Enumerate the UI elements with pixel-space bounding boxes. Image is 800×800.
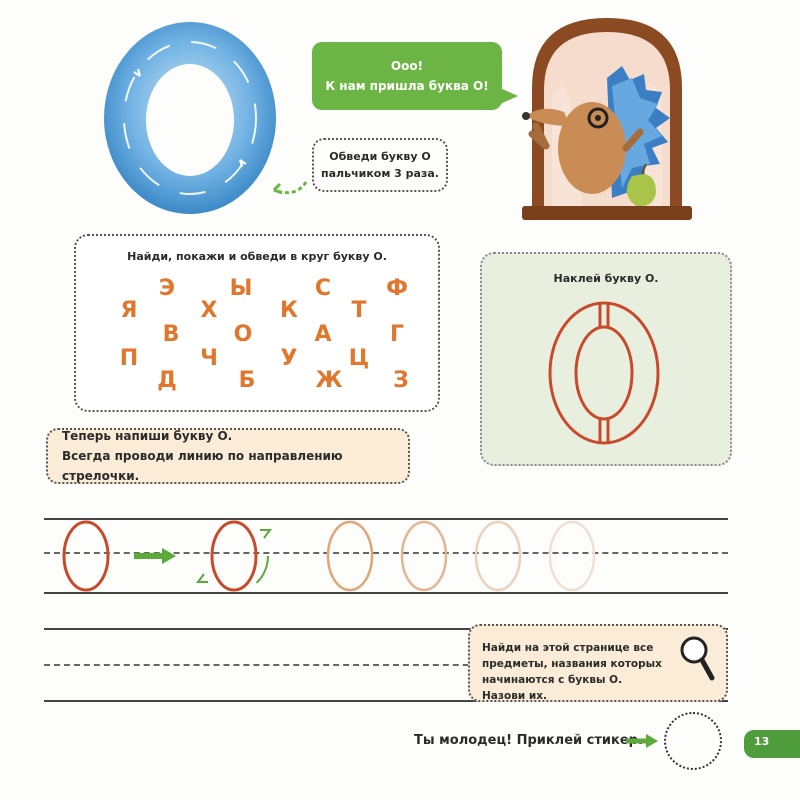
writing-line-mid-2 [44,664,728,666]
letter-item[interactable]: В [162,322,180,347]
speech-bubble-tail [500,88,518,104]
letter-item[interactable]: Х [200,298,218,323]
speech-bubble: Ооо! К нам пришла буква О! [312,42,502,110]
letter-item[interactable]: Т [351,298,367,323]
praise-text: Ты молодец! Приклей стикер. [414,733,643,748]
sticker-task-box: Наклей букву О. [480,252,732,466]
writing-line-bottom [44,592,728,594]
find-letter-task: Найди, покажи и обведи в круг букву О. Э… [74,234,440,412]
letter-item[interactable]: К [280,298,298,323]
write-line-2: Всегда проводи линию по направлению стре… [62,449,343,483]
trace-arrow-icon [272,181,308,195]
letter-item[interactable]: Г [389,322,405,347]
magnifier-icon [680,636,715,681]
page-tab [744,730,800,758]
letter-item[interactable]: Ф [386,276,408,301]
find-objects-text: Найди на этой странице все предметы, наз… [482,642,662,702]
sticker-placeholder-circle[interactable] [664,712,722,770]
letter-item[interactable]: О [233,322,253,347]
find-task-title: Найди, покажи и обведи в круг букву О. [127,250,387,263]
letter-item[interactable]: Э [158,276,176,301]
writing-line-bottom-2 [44,700,728,702]
letter-item[interactable]: Ы [229,276,253,301]
write-instruction-box: Теперь напиши букву О. Всегда проводи ли… [46,428,410,484]
letter-item[interactable]: Д [157,368,177,393]
sticker-task-title: Наклей букву О. [553,272,659,285]
letter-item[interactable]: С [314,276,332,301]
letter-item[interactable]: Я [120,298,138,323]
hedgehog-window-illustration [522,18,692,220]
trace-line-1: Обведи букву О [329,150,431,163]
letter-o-practice-row[interactable] [44,508,728,608]
letter-item[interactable]: З [393,368,409,393]
page-number: 13 [754,735,770,748]
writing-line-top-2 [44,628,728,630]
letter-item[interactable]: Ц [348,346,370,371]
letter-item[interactable]: Ч [200,346,218,371]
trace-instruction-box: Обведи букву О пальчиком 3 раза. [312,138,448,192]
speech-line-2: К нам пришла буква О! [325,79,489,93]
writing-line-top [44,518,728,520]
letter-item[interactable]: Б [238,368,256,393]
letter-item[interactable]: У [280,346,298,371]
letter-item[interactable]: А [314,322,332,347]
letter-item[interactable]: П [119,346,139,371]
big-letter-o-image [104,22,276,214]
arrow-right-icon [626,734,658,748]
writing-line-mid [44,552,728,554]
speech-line-1: Ооо! [390,59,424,73]
letter-item[interactable]: Ж [315,368,343,393]
letter-o-sticker-outline-icon[interactable] [544,298,664,448]
find-objects-task: Найди на этой странице все предметы, наз… [468,624,728,702]
write-line-1: Теперь напиши букву О. [62,429,233,443]
trace-line-2: пальчиком 3 раза. [321,167,439,180]
